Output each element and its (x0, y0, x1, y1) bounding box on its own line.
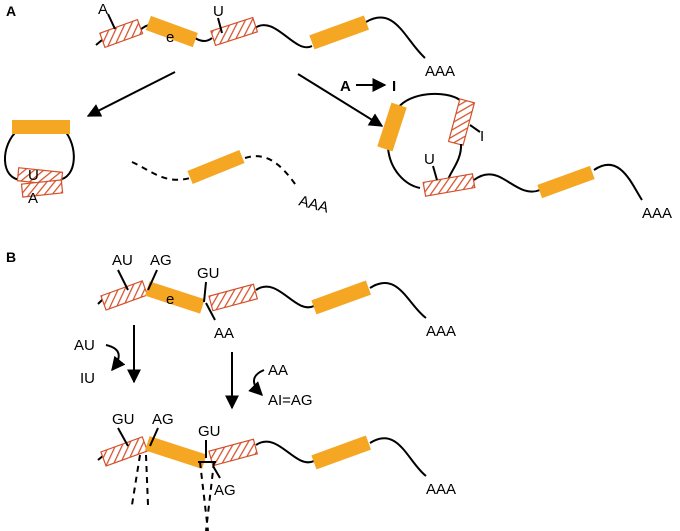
site-ag-1: AG (152, 411, 174, 428)
rna-strand-tail (369, 437, 427, 477)
exon (311, 435, 371, 470)
edited-transcript: I U AAA (377, 92, 672, 222)
dashed-intron (205, 461, 215, 531)
left-edit-to: IU (80, 370, 95, 387)
panel-b-top-transcript: AU AG e GU AA AAA (97, 252, 456, 342)
alternative-exon-right (210, 16, 259, 47)
dashed-intron (131, 454, 141, 506)
right-strand (473, 173, 541, 193)
dashed-strand-left (131, 161, 191, 181)
site-gu-2: GU (198, 423, 221, 440)
circle-strand-right (57, 129, 75, 181)
site-pointer (432, 165, 438, 181)
left-curved-arrow (105, 344, 126, 372)
right-edit-to: AI=AG (268, 392, 313, 409)
inosine-pointer (469, 124, 481, 133)
loop-strand-left (387, 147, 421, 189)
site-pointer (117, 427, 129, 447)
site-gu: GU (197, 265, 220, 282)
site-pointer (107, 13, 116, 30)
alt-exon-right (208, 283, 259, 312)
alt-exon-right (208, 438, 259, 467)
right-curved-arrow (248, 369, 265, 396)
site-pointer (212, 465, 221, 479)
circle-alt-exon-lower (20, 179, 64, 198)
loop-exon (377, 102, 407, 152)
site-au: AU (112, 252, 133, 269)
arrow-to-edited-product (297, 73, 384, 127)
poly-a-tail: AAA (426, 481, 456, 498)
rna-strand-start (95, 39, 103, 46)
site-aa: AA (214, 325, 234, 342)
edit-to-label: I (392, 78, 396, 95)
site-pointer (117, 269, 129, 291)
exon (144, 436, 207, 469)
panel-b-bottom-transcript: GU AG GU AG AAA (97, 411, 456, 531)
right-exon (537, 165, 595, 199)
loop-strand-inner (447, 143, 463, 181)
lower-alt-exon (422, 173, 476, 197)
alternative-exon-left (99, 18, 144, 49)
exon-e (144, 281, 205, 314)
rna-strand-tail (369, 281, 427, 319)
circular-rna-product: U A (4, 120, 75, 207)
site-label-u: U (213, 3, 224, 20)
site-pointer (147, 269, 158, 291)
site-pointer (205, 302, 216, 321)
right-strand-tail (593, 163, 643, 201)
middle-poly-a: AAA (297, 192, 330, 216)
site-pointer (203, 281, 207, 303)
exon-label-e: e (166, 29, 174, 46)
rna-strand (255, 285, 315, 309)
dashed-strand-right (244, 155, 299, 189)
edited-alt-exon (447, 98, 476, 147)
panel-a-top-transcript: A e U AAA (95, 1, 455, 80)
linear-exon-product: AAA (131, 150, 330, 217)
exon-label-e: e (166, 291, 174, 308)
left-edit-from: AU (74, 337, 95, 354)
right-poly-a: AAA (642, 205, 672, 222)
circle-u-label: U (28, 167, 39, 184)
rna-strand (254, 24, 313, 49)
rna-strand-tail (365, 16, 426, 59)
right-u-label: U (424, 151, 435, 168)
dashed-intron (145, 454, 149, 506)
panel-a-label: A (6, 3, 16, 19)
arrow-to-circular-product (86, 71, 176, 117)
exon (311, 280, 371, 315)
rna-strand (255, 440, 315, 464)
middle-exon (187, 150, 245, 184)
constitutive-exon (309, 15, 369, 50)
site-ag: AG (150, 252, 172, 269)
panel-b-label: B (6, 249, 16, 265)
inosine-label: I (480, 128, 484, 145)
poly-a-tail: AAA (425, 63, 455, 80)
site-pointer (149, 427, 159, 447)
circle-strand-left (4, 129, 23, 181)
site-ag-2: AG (214, 482, 236, 499)
rna-strand (194, 37, 213, 42)
circle-exon (12, 120, 70, 134)
site-label-a: A (98, 1, 108, 18)
site-gu-1: GU (112, 411, 135, 428)
constitutive-exon-e (145, 15, 198, 48)
edit-from-label: A (340, 78, 351, 95)
site-pointer (217, 17, 223, 34)
right-edit-from: AA (268, 362, 288, 379)
alt-exon-left (100, 280, 149, 311)
circle-a-label: A (28, 190, 38, 207)
alt-exon-left (100, 436, 149, 467)
loop-strand-top (397, 92, 461, 109)
poly-a-tail: AAA (426, 323, 456, 340)
